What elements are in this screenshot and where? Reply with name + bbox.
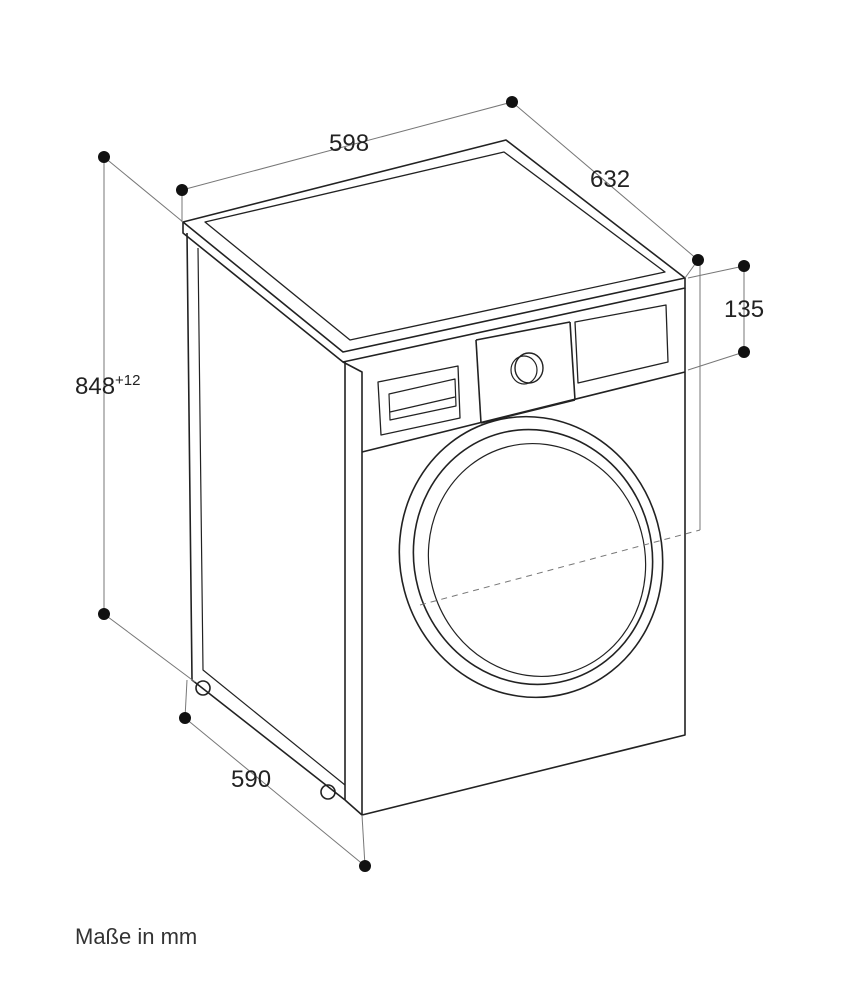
- depth-body-dimension: 590: [231, 766, 272, 793]
- dimension-lines: [103, 101, 745, 867]
- top-lid-inner: [204, 151, 666, 341]
- width-dimension: 598: [329, 130, 370, 157]
- units-caption: Maße in mm: [75, 924, 198, 949]
- detergent-drawer: [377, 365, 461, 436]
- height-tolerance: +12: [115, 372, 141, 389]
- height-dimension: 848+12: [75, 372, 141, 401]
- depth-total-dimension: 632: [590, 166, 631, 193]
- door-inner: [412, 428, 654, 686]
- front-face: [342, 288, 686, 816]
- foot: [320, 784, 336, 800]
- panel-height-dimension: 135: [724, 296, 765, 323]
- foot: [195, 680, 211, 696]
- door-outer: [398, 415, 664, 699]
- dimension-endpoints: [98, 96, 750, 872]
- display-panel: [574, 304, 669, 384]
- height-value: 848: [75, 373, 116, 400]
- left-side: [186, 232, 346, 801]
